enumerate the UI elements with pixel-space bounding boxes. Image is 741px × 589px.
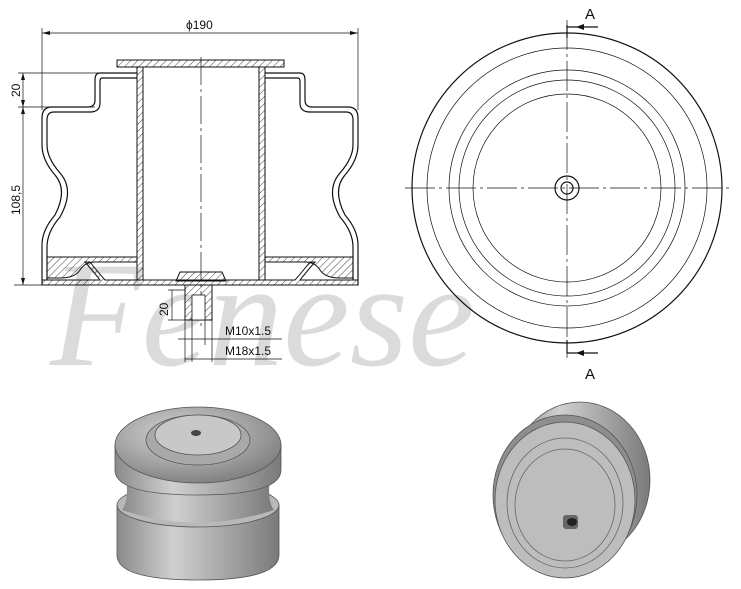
thread-inner-label: M10x1.5 (225, 324, 271, 338)
section-view: ϕ190 20 108,5 20 (9, 18, 359, 362)
thread-outer-label: M18x1.5 (225, 344, 271, 358)
body-height-label: 108,5 (9, 185, 23, 215)
render-bottom-perspective (492, 401, 651, 579)
section-mark-bottom: A (585, 366, 595, 383)
diameter-label: ϕ190 (186, 18, 213, 32)
render-top-perspective (114, 406, 282, 581)
section-mark-top: A (585, 6, 595, 23)
top-view: A A (405, 6, 730, 383)
top-step-height-label: 20 (9, 83, 23, 97)
stud-length-label: 20 (157, 302, 171, 316)
